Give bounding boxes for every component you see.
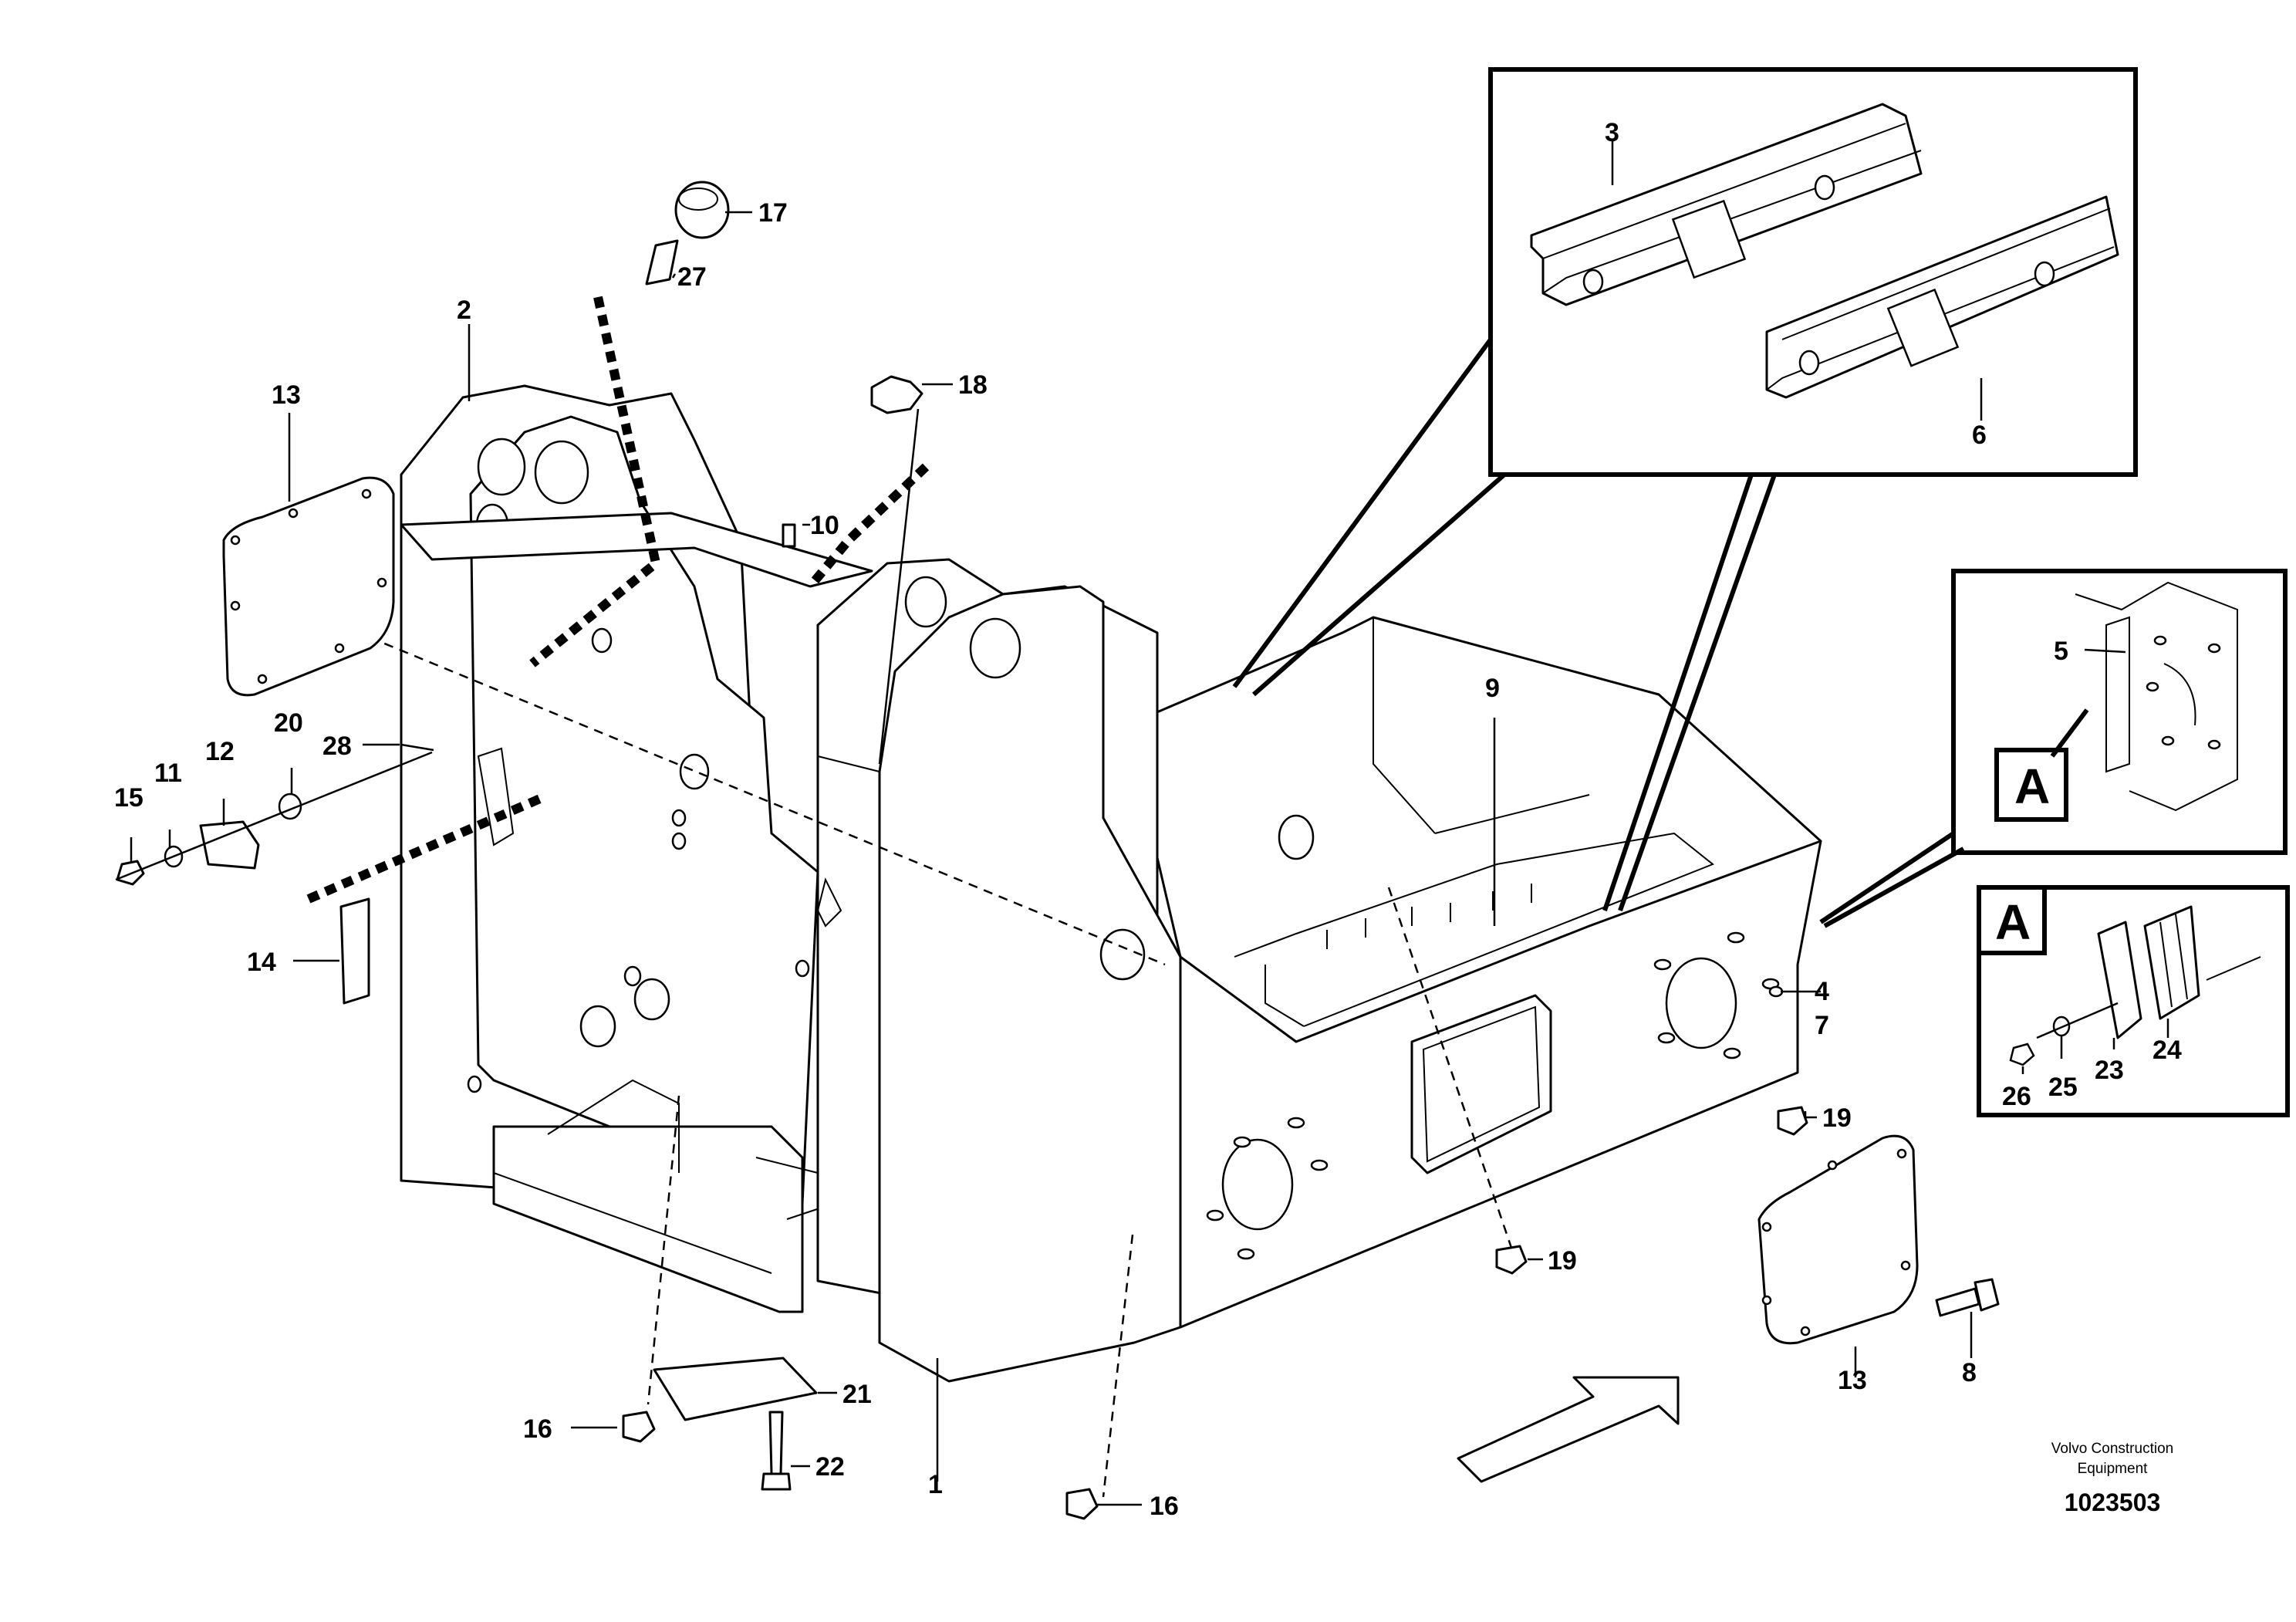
callout-1: 1 <box>928 1470 943 1499</box>
tower-boss-upper <box>534 440 589 505</box>
callout-9: 9 <box>1485 674 1500 703</box>
view-a-letter-1: A <box>2014 759 2050 814</box>
nut-15 <box>116 860 145 886</box>
detail-box-3-6 <box>1488 67 2138 477</box>
callout-21: 21 <box>842 1380 872 1409</box>
doc-number: 1023503 <box>2065 1489 2161 1516</box>
channel-6 <box>1765 195 2119 399</box>
callout-8: 8 <box>1962 1358 1977 1387</box>
callout-6: 6 <box>1972 421 1987 450</box>
callout-13-right: 13 <box>1838 1366 1867 1395</box>
tower-boss-front <box>969 617 1021 679</box>
plate-21 <box>653 1357 818 1421</box>
frame-top-opening <box>1125 616 1822 1043</box>
cover-plate-13-right <box>1757 1134 1919 1345</box>
callout-10: 10 <box>810 511 839 540</box>
detail-box-view-a-5 <box>1951 569 2288 855</box>
stud-10 <box>782 523 796 548</box>
main-frame <box>400 384 1822 1383</box>
callout-13-left: 13 <box>272 380 301 410</box>
callout-11: 11 <box>154 759 182 788</box>
alignment-lines <box>339 623 1514 1498</box>
frame-floor <box>492 1125 804 1313</box>
nut-16-bottom <box>1065 1488 1099 1520</box>
view-a-letter-2: A <box>1995 894 2031 950</box>
callout-28: 28 <box>322 732 352 761</box>
cover-plate-13-left <box>222 476 395 697</box>
callout-14: 14 <box>247 948 276 977</box>
bracket-14 <box>339 897 370 1005</box>
nut-19-upper <box>1777 1106 1808 1136</box>
wedge-23 <box>2097 921 2142 1039</box>
bolt-22 <box>768 1411 784 1475</box>
tower-boss-right <box>904 576 947 628</box>
brand-line-1: Volvo Construction <box>2051 1441 2173 1457</box>
callout-24: 24 <box>2152 1036 2182 1065</box>
tower-boss-upper-left <box>477 438 526 496</box>
side-hole-large-right <box>1665 957 1737 1049</box>
callout-20: 20 <box>274 708 303 738</box>
inner-hole <box>1278 814 1315 860</box>
callout-3: 3 <box>1605 118 1619 147</box>
callout-16-bottom: 16 <box>1150 1492 1179 1521</box>
callout-19-lower: 19 <box>1548 1246 1577 1276</box>
frame-right-tower-front <box>878 585 1182 1383</box>
detail-box-view-a-23-26 <box>1977 885 2290 1117</box>
forward-direction-arrow <box>1457 1376 1680 1483</box>
knob-18 <box>870 375 923 414</box>
callout-15: 15 <box>114 783 144 813</box>
view-a-label-box-1 <box>1994 748 2068 822</box>
leader-lines <box>130 139 2169 1506</box>
nut-16-left <box>622 1411 656 1443</box>
chain-lanyard-14 <box>306 794 542 904</box>
side-hole-large-left <box>1221 1138 1294 1231</box>
bushing-pivot <box>1099 928 1146 981</box>
callout-18: 18 <box>958 370 988 400</box>
stud-pegs <box>1206 931 1780 1260</box>
callout-5: 5 <box>2054 637 2068 666</box>
callout-19-upper: 19 <box>1822 1103 1852 1133</box>
chain-lanyard-27 <box>529 296 661 667</box>
frame-left-tower-front <box>469 415 819 1205</box>
bolt-8 <box>1935 1287 1980 1317</box>
callout-7: 7 <box>1815 1011 1829 1040</box>
callout-16-left: 16 <box>523 1414 552 1444</box>
nut-19-lower <box>1495 1245 1528 1275</box>
callout-26: 26 <box>2002 1082 2031 1111</box>
callout-22: 22 <box>815 1452 845 1482</box>
callout-2: 2 <box>457 296 471 325</box>
brand-line-2: Equipment <box>2078 1461 2149 1477</box>
pin-27 <box>645 239 679 286</box>
access-window <box>1410 994 1552 1174</box>
callout-12: 12 <box>205 737 235 766</box>
callout-17: 17 <box>758 198 788 228</box>
view-a-label-box-2 <box>1977 885 2047 955</box>
callout-25: 25 <box>2048 1073 2078 1102</box>
clamp-12 <box>199 820 260 870</box>
callout-27: 27 <box>677 262 707 292</box>
callout-23: 23 <box>2095 1056 2124 1085</box>
callout-4: 4 <box>1815 977 1829 1006</box>
